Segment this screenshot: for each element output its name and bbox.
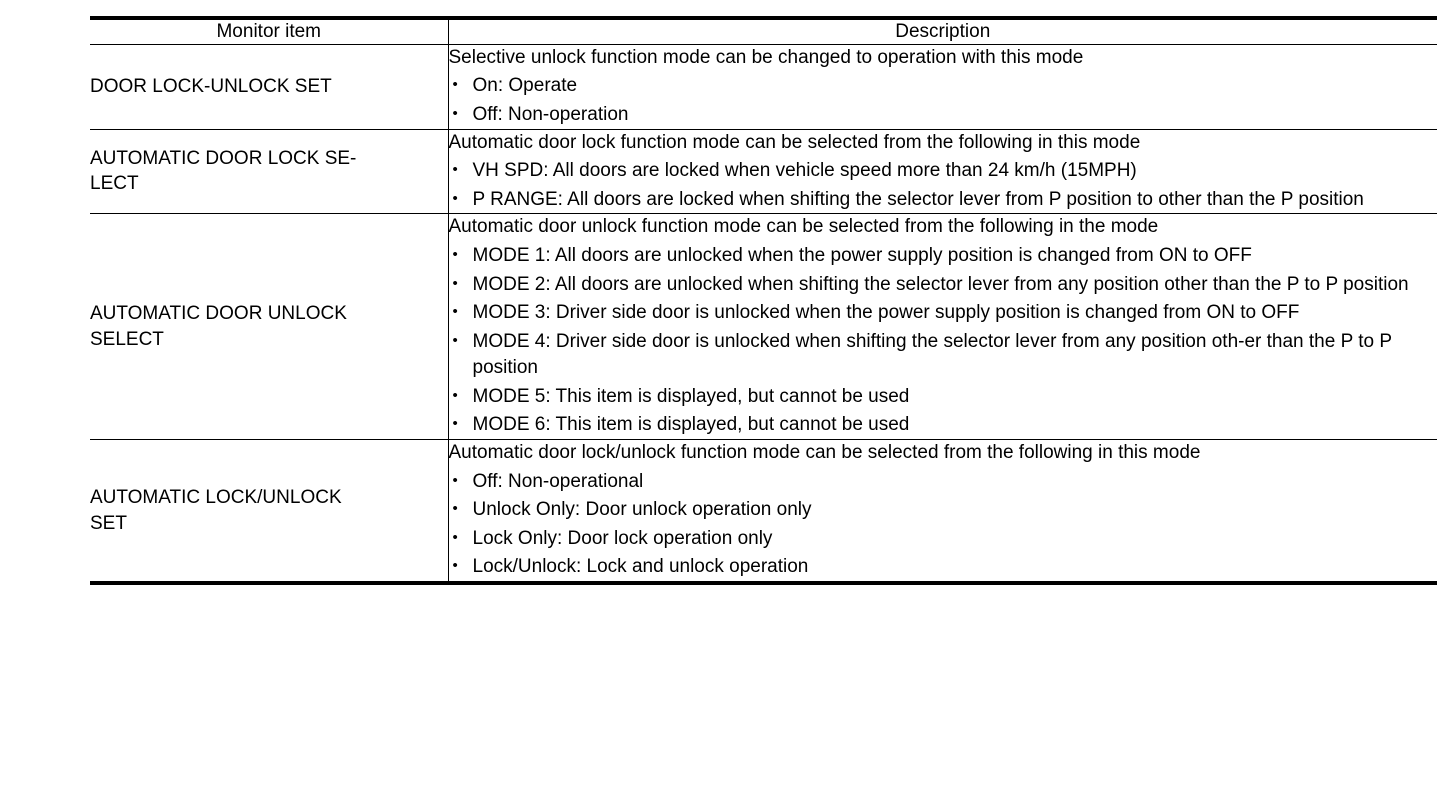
description-lead: Automatic door lock/unlock function mode… — [448, 442, 1201, 464]
list-item: VH SPD: All doors are locked when vehicl… — [449, 157, 1438, 185]
monitor-item-cell: AUTOMATIC DOOR LOCK SE- LECT — [90, 129, 449, 215]
description-lead: Selective unlock function mode can be ch… — [448, 46, 1084, 68]
table-header-row: Monitor item Description — [90, 18, 1437, 45]
list-item: P RANGE: All doors are locked when shift… — [449, 186, 1438, 214]
table-row: AUTOMATIC DOOR LOCK SE- LECT Automatic d… — [90, 129, 1438, 215]
list-item: Lock Only: Door lock operation only — [449, 525, 1438, 553]
list-item: Lock/Unlock: Lock and unlock operation — [449, 553, 1438, 581]
monitor-item-cell: DOOR LOCK-UNLOCK SET — [90, 44, 449, 130]
description-bullet-list: VH SPD: All doors are locked when vehicl… — [449, 157, 1438, 214]
list-item: On: Operate — [449, 72, 1438, 100]
description-cell: Selective unlock function mode can be ch… — [448, 44, 1438, 130]
list-item: MODE 2: All doors are unlocked when shif… — [449, 271, 1438, 299]
monitor-item-table-wrapper: Monitor item Description DOOR LOCK-UNLOC… — [90, 16, 1438, 586]
monitor-item-table: Monitor item Description DOOR LOCK-UNLOC… — [90, 16, 1438, 586]
list-item: MODE 5: This item is displayed, but cann… — [449, 383, 1438, 411]
monitor-item-label: AUTOMATIC DOOR UNLOCK SELECT — [90, 303, 347, 350]
description-bullet-list: On: Operate Off: Non-operation — [449, 72, 1438, 129]
description-lead: Automatic door unlock function mode can … — [448, 216, 1159, 238]
table-header: Monitor item Description — [90, 18, 1437, 45]
description-lead: Automatic door lock function mode can be… — [448, 131, 1141, 153]
monitor-item-label: AUTOMATIC LOCK/UNLOCK SET — [90, 487, 342, 534]
table-body: DOOR LOCK-UNLOCK SET Selective unlock fu… — [90, 44, 1438, 584]
list-item: Off: Non-operational — [449, 468, 1438, 496]
description-cell: Automatic door unlock function mode can … — [448, 213, 1438, 441]
description-bullet-list: MODE 1: All doors are unlocked when the … — [449, 242, 1438, 439]
list-item: Unlock Only: Door unlock operation only — [449, 496, 1438, 524]
list-item: MODE 3: Driver side door is unlocked whe… — [449, 299, 1438, 327]
monitor-item-cell: AUTOMATIC DOOR UNLOCK SELECT — [90, 213, 449, 441]
column-header-description: Description — [448, 18, 1437, 45]
description-bullet-list: Off: Non-operational Unlock Only: Door u… — [449, 468, 1438, 581]
table-row: AUTOMATIC DOOR UNLOCK SELECT Automatic d… — [90, 213, 1438, 441]
table-row: DOOR LOCK-UNLOCK SET Selective unlock fu… — [90, 44, 1438, 130]
list-item: MODE 1: All doors are unlocked when the … — [449, 242, 1438, 270]
description-cell: Automatic door lock function mode can be… — [448, 129, 1438, 215]
description-cell: Automatic door lock/unlock function mode… — [448, 440, 1437, 583]
monitor-item-cell: AUTOMATIC LOCK/UNLOCK SET — [90, 439, 449, 584]
list-item: MODE 4: Driver side door is unlocked whe… — [449, 328, 1438, 382]
monitor-item-label: DOOR LOCK-UNLOCK SET — [90, 76, 332, 97]
column-header-monitor-item: Monitor item — [90, 18, 449, 45]
list-item: Off: Non-operation — [449, 101, 1438, 129]
list-item: MODE 6: This item is displayed, but cann… — [449, 411, 1438, 439]
table-row: AUTOMATIC LOCK/UNLOCK SET Automatic door… — [90, 439, 1437, 584]
monitor-item-label: AUTOMATIC DOOR LOCK SE- LECT — [90, 148, 357, 195]
